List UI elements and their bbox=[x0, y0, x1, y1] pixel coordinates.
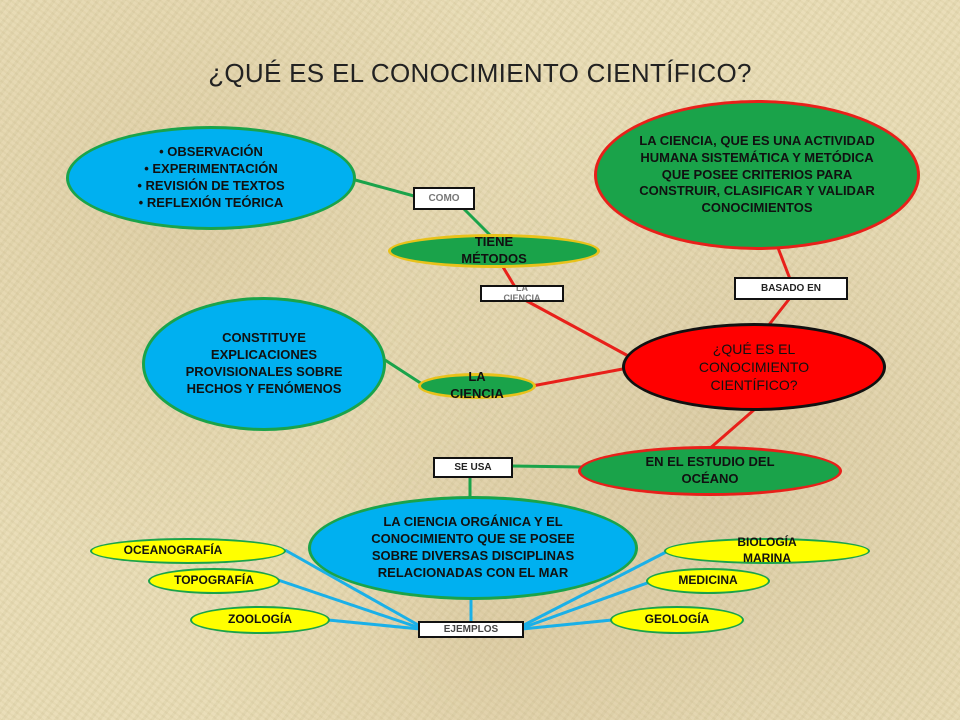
zoologia-text: ZOOLOGÍA bbox=[228, 612, 292, 627]
node-central-question[interactable]: ¿QUÉ ES EL CONOCIMIENTO CIENTÍFICO? bbox=[622, 323, 886, 411]
node-tiene-metodos[interactable]: TIENE MÉTODOS bbox=[388, 234, 600, 268]
label-como: COMO bbox=[413, 187, 475, 210]
link-ej-topografia bbox=[277, 578, 421, 630]
link-ej-geologia bbox=[521, 618, 613, 631]
link-ej-medicina bbox=[521, 580, 651, 630]
medicina-text: MEDICINA bbox=[678, 573, 738, 588]
label-se-usa: SE USA bbox=[433, 457, 513, 478]
link-ej-oceanografia bbox=[284, 548, 421, 628]
page-title: ¿QUÉ ES EL CONOCIMIENTO CIENTÍFICO? bbox=[208, 58, 752, 88]
node-explanations[interactable]: CONSTITUYE EXPLICACIONES PROVISIONALES S… bbox=[142, 297, 386, 431]
link-explanations-laciencia bbox=[384, 358, 423, 386]
link-central-ocean bbox=[707, 407, 756, 452]
node-medicina[interactable]: MEDICINA bbox=[646, 568, 770, 594]
science-definition-text: LA CIENCIA, QUE ES UNA ACTIVIDAD HUMANA … bbox=[639, 132, 875, 216]
methods-list: OBSERVACIÓN EXPERIMENTACIÓN REVISIÓN DE … bbox=[137, 144, 284, 212]
list-item: REVISIÓN DE TEXTOS bbox=[137, 178, 284, 195]
node-la-ciencia[interactable]: LA CIENCIA bbox=[418, 369, 536, 401]
geologia-text: GEOLOGÍA bbox=[644, 612, 710, 627]
node-ocean-study[interactable]: EN EL ESTUDIO DEL OCÉANO bbox=[578, 446, 842, 496]
link-ej-zoologia bbox=[327, 618, 421, 631]
tiene-metodos-text: TIENE MÉTODOS bbox=[461, 234, 527, 266]
link-laciencia-central bbox=[531, 366, 629, 388]
label-ejemplos: EJEMPLOS bbox=[418, 621, 524, 638]
node-topografia[interactable]: TOPOGRAFÍA bbox=[148, 568, 280, 594]
node-oceanografia[interactable]: OCEANOGRAFÍA bbox=[90, 538, 286, 564]
oceanografia-text: OCEANOGRAFÍA bbox=[123, 543, 223, 558]
topografia-text: TOPOGRAFÍA bbox=[174, 573, 254, 588]
node-science-definition[interactable]: LA CIENCIA, QUE ES UNA ACTIVIDAD HUMANA … bbox=[594, 100, 920, 250]
link-methods-como bbox=[347, 176, 415, 198]
organized-science-text: LA CIENCIA ORGÁNICA Y EL CONOCIMIENTO QU… bbox=[371, 514, 575, 580]
list-item: EXPERIMENTACIÓN bbox=[137, 161, 284, 178]
node-biologia-marina[interactable]: BIOLOGÍA MARINA bbox=[664, 535, 870, 565]
node-zoologia[interactable]: ZOOLOGÍA bbox=[190, 606, 330, 634]
explanations-text: CONSTITUYE EXPLICACIONES PROVISIONALES S… bbox=[185, 330, 343, 396]
la-ciencia-text: LA CIENCIA bbox=[450, 369, 504, 401]
label-basado-en: BASADO EN bbox=[734, 277, 848, 300]
label-la-ciencia: LA CIENCIA bbox=[480, 285, 564, 302]
list-item: OBSERVACIÓN bbox=[137, 144, 284, 161]
node-geologia[interactable]: GEOLOGÍA bbox=[610, 606, 744, 634]
link-seusa-ocean bbox=[511, 464, 583, 469]
link-label-central bbox=[524, 298, 633, 360]
link-basado-central bbox=[766, 297, 792, 327]
list-item: REFLEXIÓN TEÓRICA bbox=[137, 195, 284, 212]
central-question-text: ¿QUÉ ES EL CONOCIMIENTO CIENTÍFICO? bbox=[698, 340, 810, 394]
link-ej-biologia bbox=[521, 549, 669, 628]
node-methods-list[interactable]: OBSERVACIÓN EXPERIMENTACIÓN REVISIÓN DE … bbox=[66, 126, 356, 230]
biologia-marina-text: BIOLOGÍA MARINA bbox=[737, 535, 797, 565]
node-organized-science[interactable]: LA CIENCIA ORGÁNICA Y EL CONOCIMIENTO QU… bbox=[308, 496, 638, 600]
ocean-study-text: EN EL ESTUDIO DEL OCÉANO bbox=[645, 454, 775, 486]
